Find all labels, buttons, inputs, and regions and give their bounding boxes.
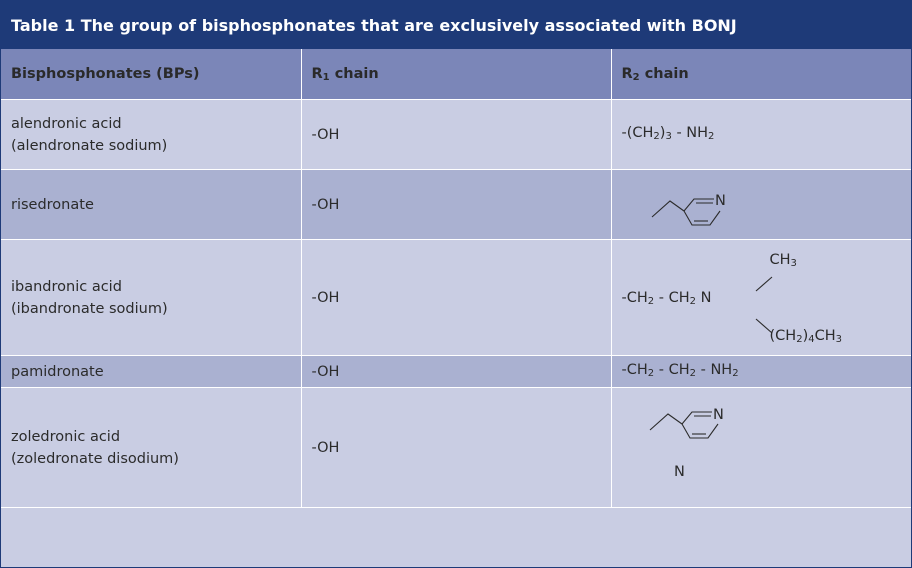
nitrogen-atom: N — [715, 193, 726, 209]
header-r1-chain: R1 chain — [301, 49, 612, 100]
drug-name-cell: pamidronate — [1, 355, 302, 388]
ch3-group: CH3 — [769, 251, 797, 269]
table-row: alendronic acid (alendronate sodium) -OH… — [1, 99, 911, 170]
drug-name: pamidronate — [11, 363, 104, 380]
butyl-group: (CH2)4CH3 — [769, 327, 843, 345]
header-row: Bisphosphonates (BPs) R1 chain R2 chain — [1, 49, 911, 100]
r2-chain-cell: CH3 -CH2 - CH2 N (CH2)4CH3 — [611, 239, 911, 356]
drug-name-cell: zoledronic acid (zoledronate disodium) — [1, 387, 302, 508]
nitrogen-atom: N — [713, 407, 724, 423]
drug-name: zoledronic acid — [11, 428, 121, 445]
r1-chain-cell: -OH — [301, 99, 612, 170]
table-row: ibandronic acid (ibandronate sodium) -OH… — [1, 239, 911, 356]
table-title: Table 1 The group of bisphosphonates tha… — [1, 1, 911, 49]
drug-name: risedronate — [11, 196, 94, 213]
table-row: pamidronate -OH -CH2 - CH2 - NH2 — [1, 355, 911, 388]
r2-chain-cell: -(CH2)3 - NH2 — [611, 99, 911, 170]
drug-salt-name: (alendronate sodium) — [11, 137, 168, 154]
r1-chain-cell: -OH — [301, 387, 612, 508]
r2-chain-cell: -CH2 - CH2 - NH2 — [611, 355, 911, 388]
r1-chain-cell: -OH — [301, 355, 612, 388]
drug-salt-name: (zoledronate disodium) — [11, 450, 179, 467]
table-row: risedronate -OH N — [1, 169, 911, 240]
risedronate-structure: N — [651, 193, 726, 226]
header-bisphosphonates: Bisphosphonates (BPs) — [1, 49, 302, 100]
table-row: zoledronic acid (zoledronate disodium) -… — [1, 387, 911, 508]
drug-name: alendronic acid — [11, 115, 122, 132]
r2-chain-cell: N — [611, 169, 911, 240]
drug-name-cell: ibandronic acid (ibandronate sodium) — [1, 239, 302, 356]
r1-chain-cell: -OH — [301, 239, 612, 356]
drug-salt-name: (ibandronate sodium) — [11, 300, 168, 317]
main-chain: -CH2 - CH2 N — [621, 289, 712, 307]
r1-chain-cell: -OH — [301, 169, 612, 240]
drug-name: ibandronic acid — [11, 278, 122, 295]
drug-name-cell: alendronic acid (alendronate sodium) — [1, 99, 302, 170]
branch-bonds — [755, 276, 772, 333]
ibandronate-structure: CH3 -CH2 - CH2 N (CH2)4CH3 — [622, 243, 902, 353]
drug-name-cell: risedronate — [1, 169, 302, 240]
zoledronate-structure: N N — [649, 407, 724, 480]
r2-chain-cell: N N — [611, 387, 911, 508]
bisphosphonates-table: Bisphosphonates (BPs) R1 chain R2 chain … — [1, 49, 911, 508]
header-r2-chain: R2 chain — [611, 49, 911, 100]
nitrogen-atom: N — [674, 464, 685, 480]
